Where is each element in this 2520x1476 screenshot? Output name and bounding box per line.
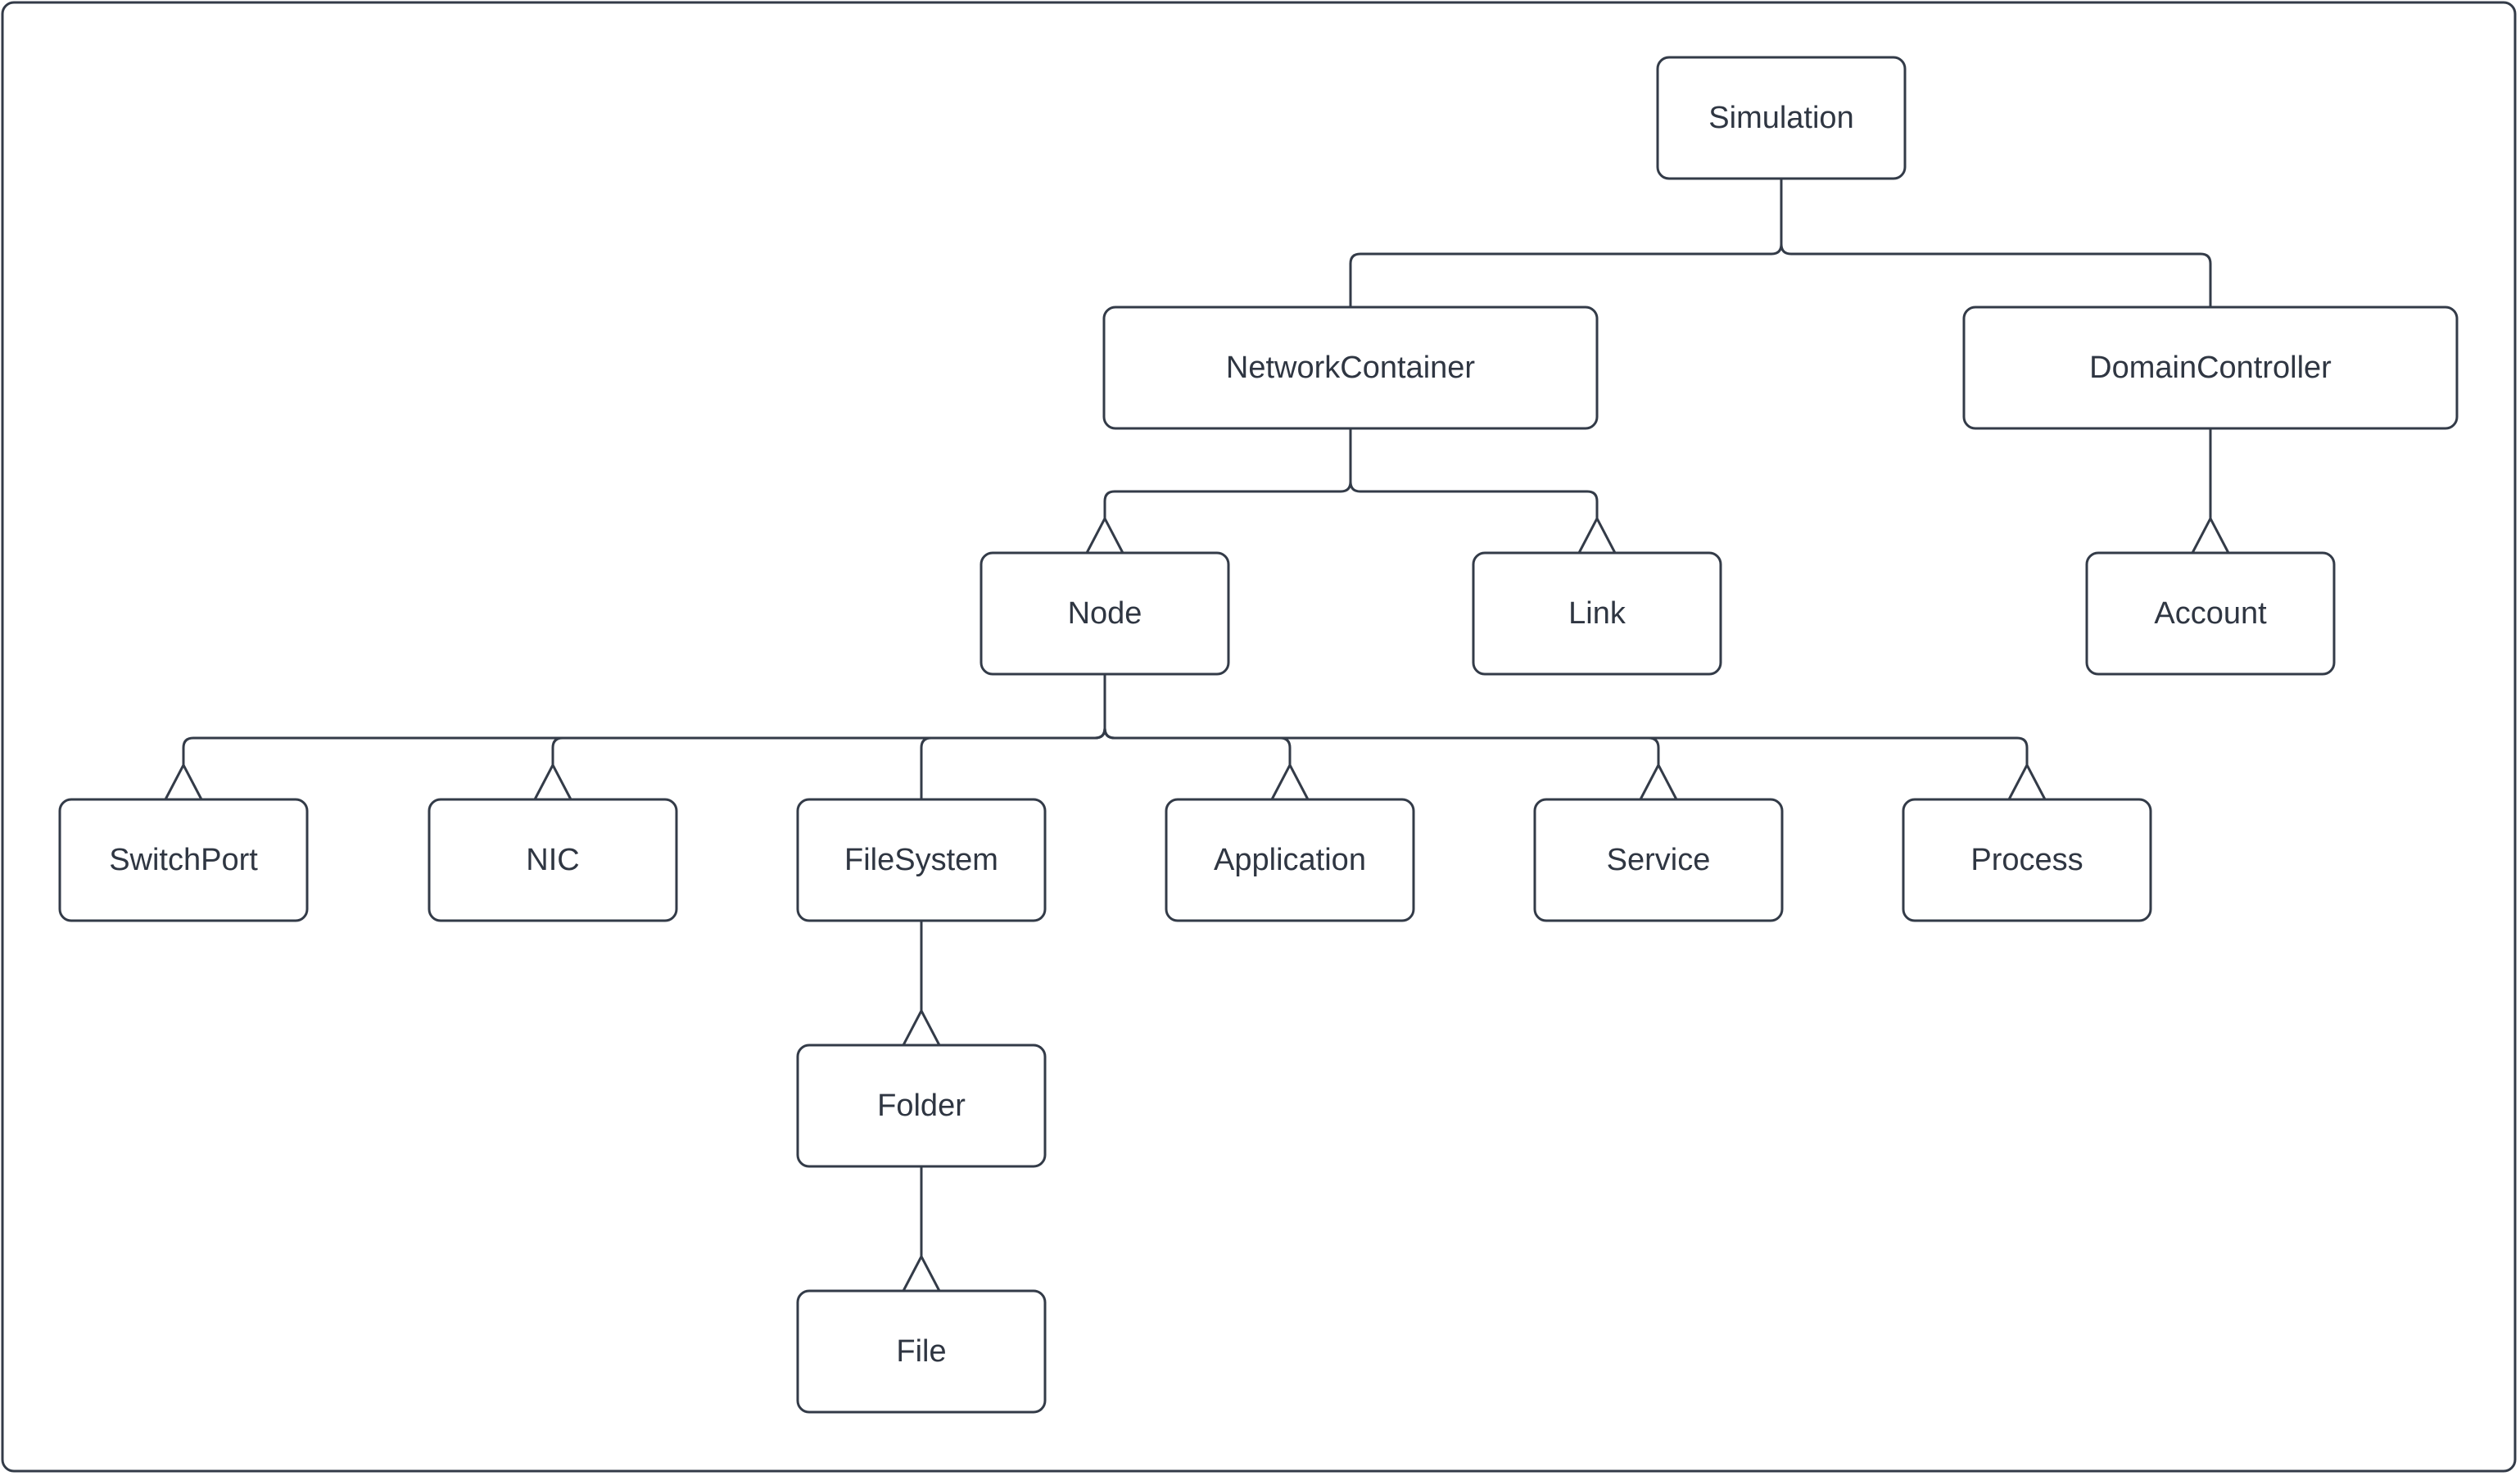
- class-box-process[interactable]: Process: [1902, 798, 2152, 922]
- generalization-arrow-node: [1085, 515, 1124, 554]
- generalization-arrow-folder: [902, 1007, 941, 1046]
- class-label-domaincontroller: DomainController: [2089, 351, 2332, 385]
- class-box-rect-node[interactable]: [979, 551, 1230, 676]
- edge-layer: [164, 179, 2230, 1292]
- class-label-node: Node: [1068, 596, 1142, 631]
- class-box-simulation[interactable]: Simulation: [1656, 56, 1907, 180]
- class-box-folder[interactable]: Folder: [796, 1044, 1047, 1168]
- class-box-application[interactable]: Application: [1165, 798, 1415, 922]
- class-box-link[interactable]: Link: [1472, 551, 1722, 676]
- class-box-account[interactable]: Account: [2085, 551, 2336, 676]
- class-box-rect-account[interactable]: [2085, 551, 2336, 676]
- class-label-networkcontainer: NetworkContainer: [1226, 351, 1475, 385]
- class-box-networkcontainer[interactable]: NetworkContainer: [1102, 306, 1599, 430]
- class-box-node[interactable]: Node: [979, 551, 1230, 676]
- class-label-application: Application: [1214, 843, 1366, 877]
- generalization-arrow-file: [902, 1253, 941, 1292]
- class-box-filesystem[interactable]: FileSystem: [796, 798, 1047, 922]
- class-label-simulation: Simulation: [1708, 101, 1853, 135]
- generalization-arrow-link: [1577, 515, 1617, 554]
- edge-node-to-process: [1103, 674, 2029, 765]
- class-box-rect-link[interactable]: [1472, 551, 1722, 676]
- class-box-rect-domaincontroller[interactable]: [1962, 306, 2459, 430]
- class-box-domaincontroller[interactable]: DomainController: [1962, 306, 2459, 430]
- edge-networkcontainer-to-link: [1349, 428, 1599, 518]
- class-label-service: Service: [1607, 843, 1711, 877]
- class-label-folder: Folder: [877, 1089, 966, 1123]
- class-label-process: Process: [1970, 843, 2083, 877]
- class-box-rect-filesystem[interactable]: [796, 798, 1047, 922]
- class-box-rect-service[interactable]: [1533, 798, 1784, 922]
- class-label-file: File: [896, 1334, 946, 1369]
- class-box-rect-switchport[interactable]: [58, 798, 309, 922]
- generalization-arrow-process: [2007, 762, 2047, 800]
- class-label-nic: NIC: [526, 843, 579, 877]
- generalization-arrow-application: [1270, 762, 1310, 800]
- class-box-nic[interactable]: NIC: [428, 798, 678, 922]
- class-box-rect-file[interactable]: [796, 1289, 1047, 1414]
- class-box-rect-application[interactable]: [1165, 798, 1415, 922]
- class-box-rect-folder[interactable]: [796, 1044, 1047, 1168]
- class-box-file[interactable]: File: [796, 1289, 1047, 1414]
- class-box-rect-nic[interactable]: [428, 798, 678, 922]
- edge-simulation-to-domaincontroller: [1780, 179, 2212, 307]
- generalization-arrow-service: [1639, 762, 1678, 800]
- generalization-arrow-account: [2191, 515, 2230, 554]
- class-box-switchport[interactable]: SwitchPort: [58, 798, 309, 922]
- class-box-rect-networkcontainer[interactable]: [1102, 306, 1599, 430]
- class-box-service[interactable]: Service: [1533, 798, 1784, 922]
- class-label-account: Account: [2154, 596, 2267, 631]
- generalization-arrow-switchport: [164, 762, 203, 800]
- class-box-rect-process[interactable]: [1902, 798, 2152, 922]
- generalization-arrow-nic: [533, 762, 572, 800]
- class-label-filesystem: FileSystem: [844, 843, 998, 877]
- class-label-link: Link: [1568, 596, 1626, 631]
- class-label-switchport: SwitchPort: [109, 843, 258, 877]
- class-box-rect-simulation[interactable]: [1656, 56, 1907, 180]
